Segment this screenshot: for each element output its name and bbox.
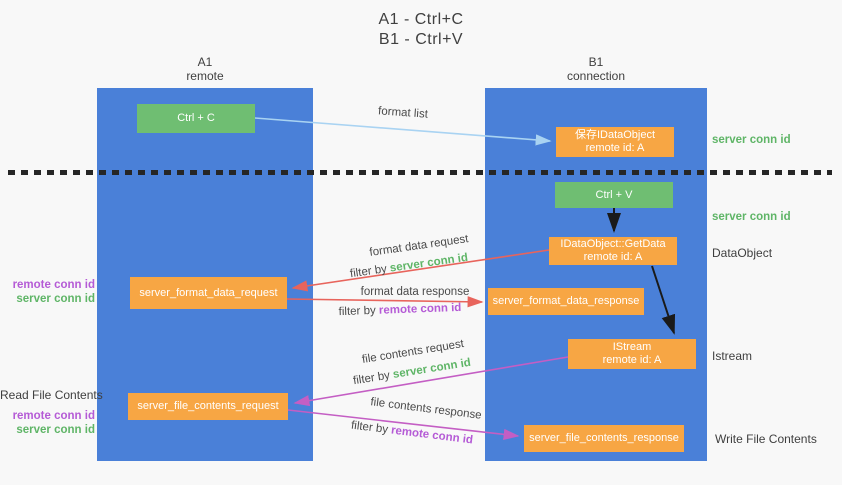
remote-conn-id-label: remote conn id <box>12 410 95 422</box>
node-ctrl-v: Ctrl + V <box>555 182 673 208</box>
format-data-response-filter-label: filter by remote conn id <box>338 302 461 318</box>
lane-header-a1: A1 remote <box>97 55 313 83</box>
server-conn-id-label: server conn id <box>16 293 95 305</box>
left-conn-ids-bottom: remote conn id server conn id <box>0 409 95 437</box>
server-conn-id-text: server conn id <box>389 251 469 275</box>
server-conn-id-text: server conn id <box>392 356 472 381</box>
node-idataobject-getdata-line2: remote id: A <box>583 251 643 263</box>
file-contents-response-label: file contents response <box>369 396 483 422</box>
node-save-idataobject-line2: remote id: A <box>585 142 645 154</box>
node-server-file-contents-response: server_file_contents_response <box>524 425 684 452</box>
left-conn-ids-top: remote conn id server conn id <box>0 278 95 306</box>
istream-label: Istream <box>712 349 753 363</box>
node-ctrl-c-label: Ctrl + C <box>177 112 215 124</box>
dotted-separator-line <box>8 170 832 175</box>
lane-b1-subtitle: connection <box>566 69 626 83</box>
diagram-title: A1 - Ctrl+C B1 - Ctrl+V <box>0 10 842 50</box>
node-idataobject-getdata: IDataObject::GetData remote id: A <box>549 237 677 265</box>
format-data-response-label: format data response <box>360 286 470 298</box>
lane-b1-name: B1 <box>588 55 604 69</box>
title-line-1: A1 - Ctrl+C <box>378 11 464 28</box>
node-idataobject-getdata-line1: IDataObject::GetData <box>560 238 666 250</box>
node-istream-line2: remote id: A <box>602 354 662 366</box>
title-line-2: B1 - Ctrl+V <box>378 31 464 48</box>
node-server-file-contents-response-label: server_file_contents_response <box>529 432 679 444</box>
node-server-file-contents-request: server_file_contents_request <box>128 393 288 420</box>
remote-conn-id-text: remote conn id <box>390 424 474 447</box>
node-server-format-data-response: server_format_data_response <box>488 288 644 315</box>
node-ctrl-c: Ctrl + C <box>137 104 255 133</box>
node-server-format-data-response-label: server_format_data_response <box>492 295 640 307</box>
lane-a1-subtitle: remote <box>186 69 224 83</box>
node-ctrl-v-label: Ctrl + V <box>595 188 633 201</box>
filter-by-text: filter by <box>350 419 392 437</box>
filter-by-text: filter by <box>349 262 391 281</box>
remote-conn-id-label: remote conn id <box>12 279 95 291</box>
format-data-request-filter-label: filter by server conn id <box>349 252 468 280</box>
node-save-idataobject-line1: 保存IDataObject <box>574 129 656 141</box>
lane-header-b1: B1 connection <box>485 55 707 83</box>
file-contents-response-filter-label: filter by remote conn id <box>350 420 473 447</box>
node-istream: IStream remote id: A <box>568 339 696 369</box>
node-server-format-data-request: server_format_data_request <box>130 277 287 309</box>
server-conn-id-label: server conn id <box>16 424 95 436</box>
server-conn-id-label-top: server conn id <box>712 134 791 146</box>
filter-by-text: filter by <box>352 369 394 388</box>
read-file-contents-label: Read File Contents <box>0 388 103 402</box>
server-conn-id-label-mid: server conn id <box>712 211 791 223</box>
node-istream-line1: IStream <box>612 341 652 353</box>
dataobject-label: DataObject <box>712 246 773 260</box>
filter-by-text: filter by <box>338 304 380 319</box>
remote-conn-id-text: remote conn id <box>378 301 462 317</box>
node-server-file-contents-request-label: server_file_contents_request <box>137 400 279 412</box>
node-save-idataobject: 保存IDataObject remote id: A <box>556 127 674 157</box>
format-list-label: format list <box>377 105 429 121</box>
lane-a1-name: A1 <box>197 55 213 69</box>
write-file-contents-label: Write File Contents <box>715 432 817 446</box>
node-server-format-data-request-label: server_format_data_request <box>139 286 278 299</box>
